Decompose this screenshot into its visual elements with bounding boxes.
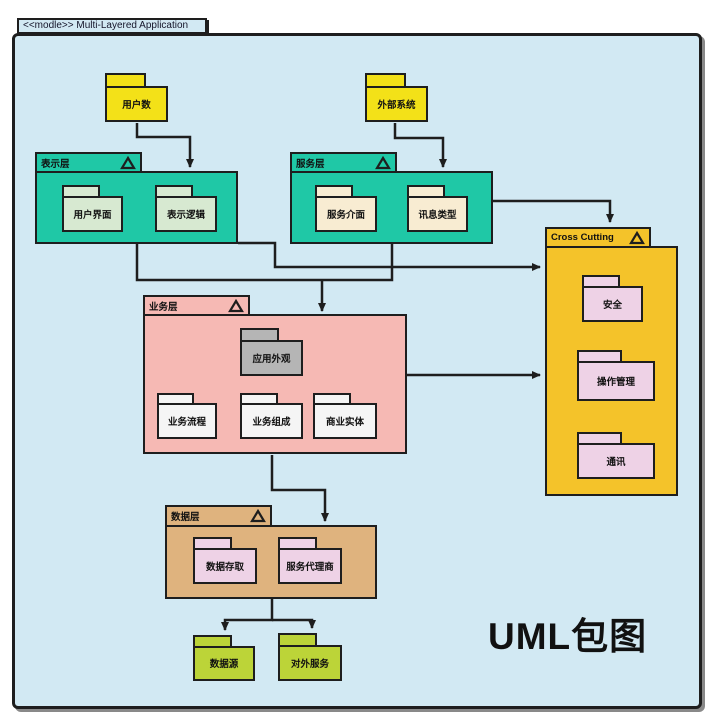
package-label: 业务组成	[252, 416, 291, 428]
folder-body: 通讯	[577, 442, 655, 479]
folder-body: 讯息类型	[407, 195, 468, 232]
package-external-service[interactable]: 对外服务	[278, 633, 342, 681]
package-service-agent[interactable]: 服务代理商	[278, 537, 342, 584]
package-label: 数据源	[209, 659, 239, 670]
layer-label: 数据层	[171, 512, 200, 523]
folder-body: 安全	[582, 285, 643, 322]
package-triangle-icon	[629, 230, 645, 244]
package-label: 操作管理	[596, 376, 635, 388]
layer-label: 服务层	[296, 158, 325, 170]
package-business-component[interactable]: 业务组成	[240, 393, 303, 439]
model-name-tab[interactable]: <<modle>> Multi-Layered Application	[17, 18, 207, 34]
package-users[interactable]: 用户数	[105, 73, 168, 122]
folder-body: 应用外观	[240, 339, 303, 376]
package-label: 对外服务	[290, 658, 329, 670]
package-label: 服务代理商	[286, 561, 334, 573]
package-label: 外部系统	[377, 99, 416, 111]
package-service-interface[interactable]: 服务介面	[315, 185, 377, 232]
folder-body: 外部系统	[365, 85, 428, 122]
folder-body: 服务代理商	[278, 547, 342, 584]
package-message-type[interactable]: 讯息类型	[407, 185, 468, 232]
package-label: 服务介面	[326, 209, 365, 221]
package-application-facade[interactable]: 应用外观	[240, 328, 303, 376]
layer-label: 业务层	[149, 301, 178, 313]
package-label: 安全	[602, 299, 622, 311]
package-communication[interactable]: 通讯	[577, 432, 655, 479]
package-label: 数据存取	[205, 561, 244, 573]
package-label: 商业实体	[325, 416, 364, 428]
folder-body: 业务流程	[157, 402, 217, 439]
package-label: 应用外观	[252, 353, 291, 365]
package-presentation-logic[interactable]: 表示逻辑	[155, 185, 217, 232]
folder-body: 用户界面	[62, 195, 123, 232]
folder-body: 商业实体	[313, 402, 377, 439]
diagram-title: UML包图	[488, 616, 648, 657]
package-triangle-icon	[120, 155, 136, 169]
package-business-entity[interactable]: 商业实体	[313, 393, 377, 439]
model-name-label: <<modle>> Multi-Layered Application	[23, 20, 189, 31]
layer-label: Cross Cutting	[551, 232, 614, 243]
package-label: 用户界面	[73, 209, 112, 221]
package-user-interface[interactable]: 用户界面	[62, 185, 123, 232]
layer-label: 表示层	[41, 158, 70, 170]
package-data-access[interactable]: 数据存取	[193, 537, 257, 584]
folder-body: 数据存取	[193, 547, 257, 584]
package-label: 用户数	[122, 99, 151, 111]
package-operations-management[interactable]: 操作管理	[577, 350, 655, 401]
package-triangle-icon	[250, 509, 266, 523]
package-label: 业务流程	[167, 416, 206, 428]
package-external-system[interactable]: 外部系统	[365, 73, 428, 122]
package-triangle-icon	[375, 155, 391, 169]
package-label: 通讯	[606, 456, 626, 468]
folder-body: 数据源	[193, 645, 255, 681]
folder-body: 业务组成	[240, 402, 303, 439]
folder-body: 用户数	[105, 85, 168, 122]
package-security[interactable]: 安全	[582, 275, 643, 322]
package-data-source[interactable]: 数据源	[193, 635, 255, 681]
package-label: 表示逻辑	[166, 209, 205, 221]
folder-body: 表示逻辑	[155, 195, 217, 232]
package-business-process[interactable]: 业务流程	[157, 393, 217, 439]
package-triangle-icon	[228, 298, 244, 312]
folder-body: 操作管理	[577, 360, 655, 401]
package-label: 讯息类型	[418, 209, 457, 221]
folder-body: 对外服务	[278, 644, 342, 681]
folder-body: 服务介面	[315, 195, 377, 232]
